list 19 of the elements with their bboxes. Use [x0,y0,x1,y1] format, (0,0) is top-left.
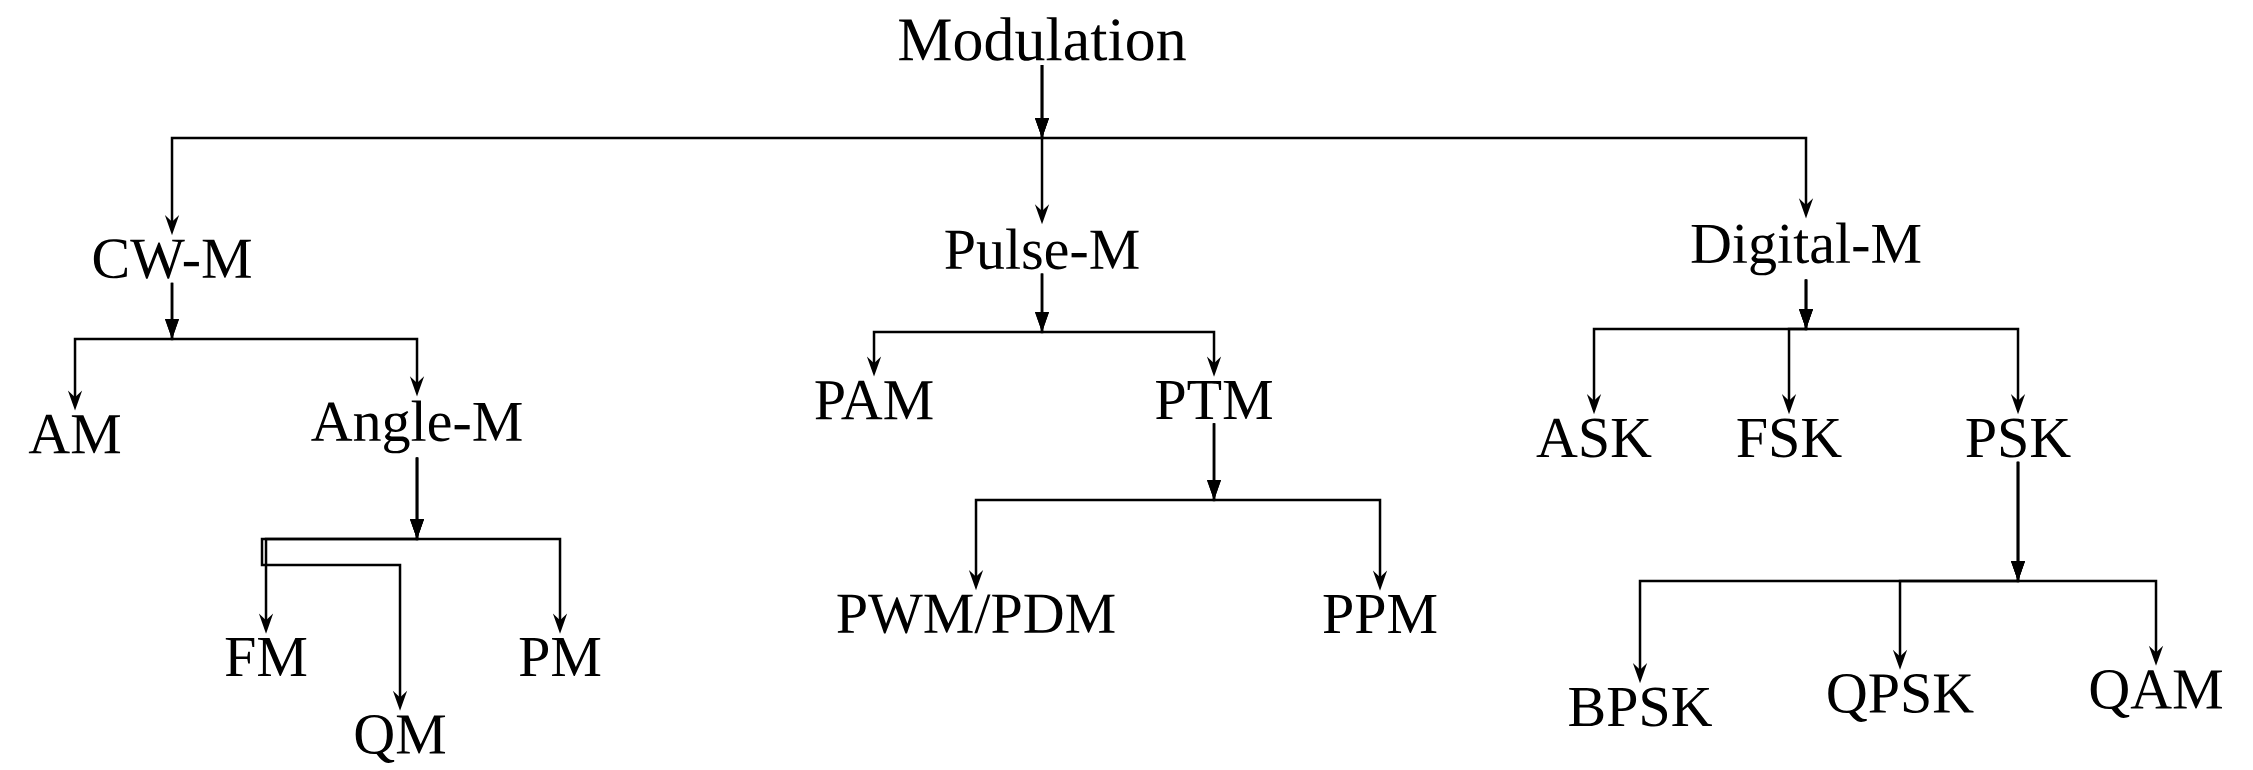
node-label: BPSK [1569,687,1712,727]
node-label: Angle-M [311,400,522,454]
node-label: CW-M [93,239,251,279]
node-label: Digital-M [1691,222,1921,276]
node-label: PPM [1323,595,1437,633]
node-label: QAM [2090,670,2222,718]
node-label: PWM/PDM [837,594,1115,634]
node-label: Pulse-M [945,228,1139,270]
node-label: PM [519,638,601,676]
node-label: QPSK [1828,674,1974,722]
node-label: AM [28,414,121,454]
node-label: PSK [1966,418,2071,458]
node-label: FSK [1737,418,1842,458]
node-label: PAM [815,380,933,420]
node-label: QM [355,715,446,763]
node-label: ASK [1536,418,1652,458]
node-label: PTM [1156,381,1272,419]
node-label: FM [225,638,307,676]
node-label: Modulation [899,17,1186,61]
